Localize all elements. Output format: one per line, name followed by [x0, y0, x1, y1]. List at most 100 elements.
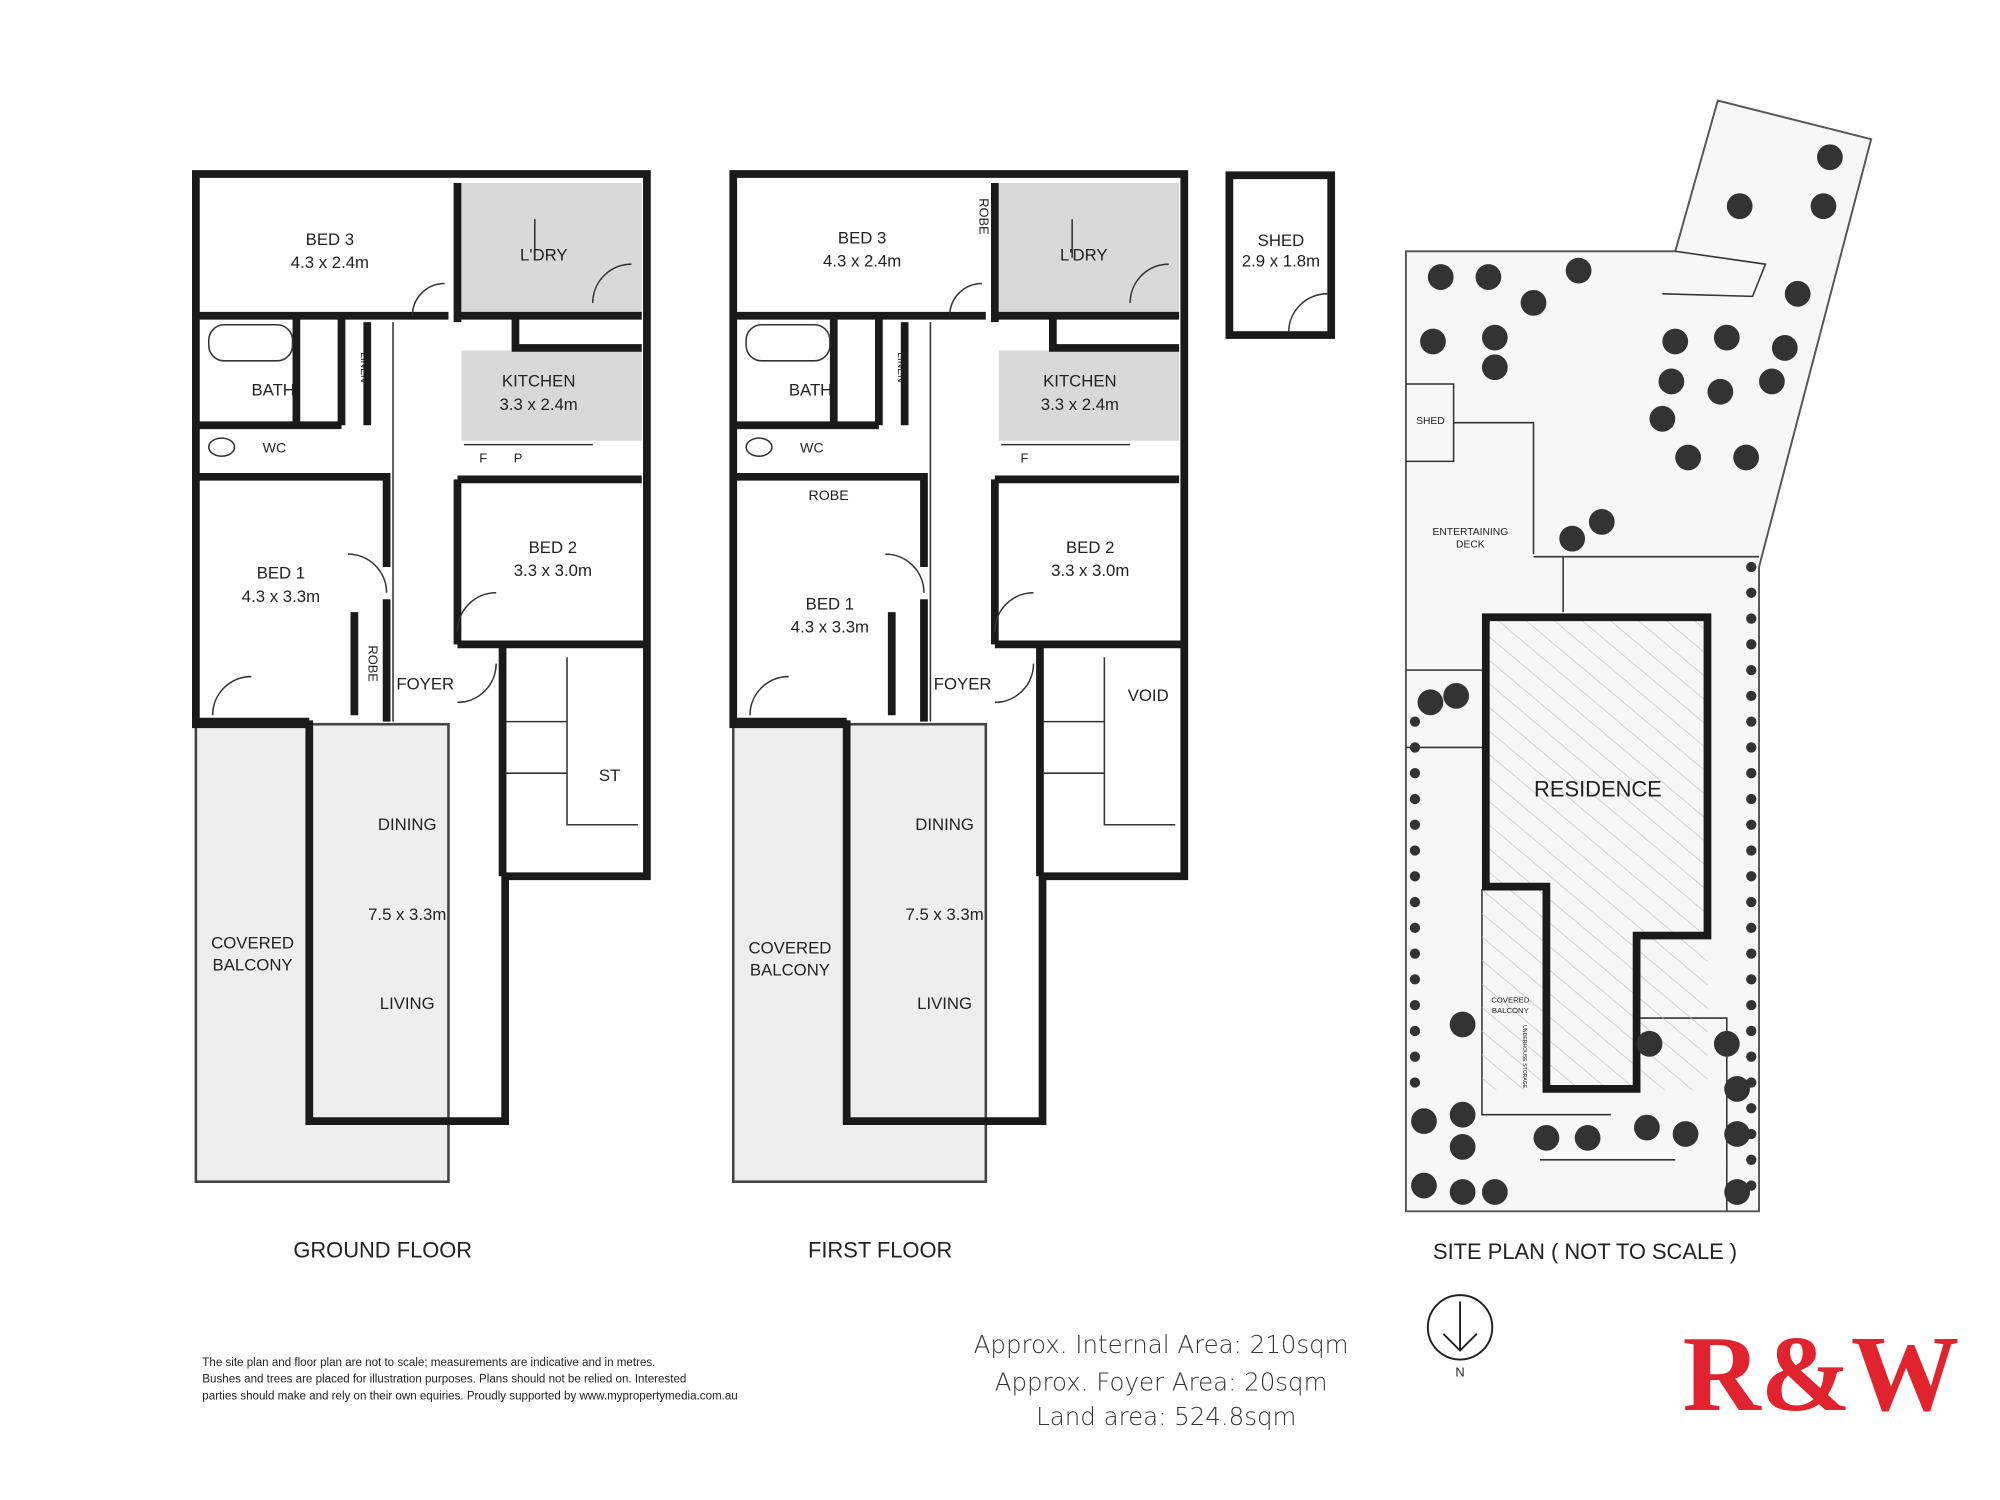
shrub-icon [1409, 768, 1421, 779]
room-name-bed3: BED 3 [306, 230, 354, 249]
tree-icon [1449, 1179, 1476, 1205]
tree-icon [1817, 144, 1843, 171]
shed-size: 2.9 x 1.8m [1242, 252, 1320, 271]
shrub-icon [1746, 819, 1757, 830]
tree-icons [1409, 144, 1843, 1205]
shrub-icon [1409, 793, 1421, 805]
shrub-icon [1746, 1077, 1757, 1088]
ground-floor-plan: BED 3 4.3 x 2.4m L'DRY BATH LINEN KITCHE… [196, 174, 647, 1263]
room-size-bed1: 4.3 x 3.3m [791, 618, 869, 637]
first-floor-caption: FIRST FLOOR [808, 1238, 952, 1263]
tree-icon [1411, 1108, 1437, 1135]
room-name-wc: WC [800, 440, 824, 456]
foyer-area: Approx. Foyer Area: 20sqm [995, 1367, 1328, 1396]
tree-icon [1427, 264, 1454, 290]
tree-icon [1759, 368, 1785, 395]
shrub-icon [1746, 639, 1757, 650]
room-name-bed2: BED 2 [1066, 538, 1114, 557]
robe-label: ROBE [366, 645, 381, 682]
shrub-icon [1746, 1154, 1757, 1165]
room-name-bath: BATH [251, 381, 294, 400]
tree-icon [1724, 1121, 1750, 1147]
tree-icon [1658, 368, 1685, 395]
shrub-icon [1409, 1077, 1421, 1088]
tree-icon [1520, 289, 1547, 316]
room-name-living: LIVING [917, 994, 972, 1013]
shrub-icon [1746, 742, 1757, 753]
disclaimer-line-3: parties should make and rely on their ow… [202, 1390, 737, 1402]
room-name-ldry: L'DRY [1060, 245, 1108, 264]
tree-icon [1475, 264, 1502, 290]
tree-icon [1574, 1125, 1601, 1151]
room-size-living: 7.5 x 3.3m [905, 905, 983, 924]
tree-icon [1481, 354, 1508, 381]
site-shed-label: SHED [1416, 416, 1445, 427]
shed-plan: SHED 2.9 x 1.8m [1225, 171, 1336, 339]
shrub-icon [1746, 768, 1757, 779]
deck-label-1: ENTERTAINING [1433, 527, 1509, 538]
room-name-void: VOID [1128, 686, 1169, 705]
fridge-label: F [1021, 451, 1029, 466]
tree-icon [1634, 1114, 1660, 1141]
room-name-kitchen: KITCHEN [1043, 372, 1117, 391]
room-name-linen: LINEN [358, 352, 369, 382]
residence-label: RESIDENCE [1534, 776, 1662, 801]
shrub-icon [1409, 896, 1421, 908]
north-label: N [1455, 1364, 1464, 1379]
tree-icon [1411, 1172, 1437, 1199]
shrub-icon [1746, 871, 1757, 882]
room-size-kitchen: 3.3 x 2.4m [500, 395, 578, 414]
room-name-foyer: FOYER [396, 674, 454, 693]
fridge-label: F [479, 451, 487, 466]
pantry-label: P [514, 451, 523, 466]
shrub-icon [1746, 896, 1757, 908]
shrub-icon [1746, 948, 1757, 959]
tree-icon [1443, 682, 1470, 709]
shrub-icon [1746, 1103, 1757, 1114]
tree-icon [1417, 689, 1444, 716]
room-name-dining: DINING [915, 815, 974, 834]
room-name-wc: WC [263, 440, 287, 456]
shrub-icon [1409, 948, 1421, 959]
tree-icon [1449, 1101, 1476, 1128]
tree-icon [1672, 1121, 1699, 1147]
tree-icon [1636, 1030, 1663, 1057]
room-name-kitchen: KITCHEN [502, 372, 576, 391]
storage-label: UNDERHOUSE STORAGE [1521, 1025, 1527, 1089]
shrub-icon [1746, 664, 1757, 676]
room-size-kitchen: 3.3 x 2.4m [1041, 395, 1119, 414]
room-name-bath: BATH [789, 381, 832, 400]
shrub-icon [1409, 1051, 1421, 1062]
tree-icon [1559, 525, 1586, 552]
north-arrow-icon: N [1426, 1294, 1494, 1379]
shrub-icon [1746, 561, 1757, 573]
shrub-icon [1409, 716, 1421, 727]
disclaimer-line-1: The site plan and floor plan are not to … [202, 1357, 655, 1369]
shrub-icon [1746, 1000, 1757, 1011]
tree-icon [1724, 1179, 1750, 1205]
shrub-icon [1409, 871, 1421, 882]
tree-icon [1724, 1076, 1750, 1102]
tree-icon [1565, 257, 1592, 284]
tree-icon [1481, 324, 1508, 351]
shrub-icon [1746, 1051, 1757, 1062]
tree-icon [1533, 1125, 1560, 1151]
room-name-bed2: BED 2 [529, 538, 577, 557]
room-name-foyer: FOYER [934, 674, 992, 693]
land-area: Land area: 524.8sqm [1036, 1402, 1296, 1431]
tree-icon [1649, 405, 1676, 432]
room-size-bed3: 4.3 x 2.4m [291, 253, 369, 272]
shrub-icon [1746, 1025, 1757, 1037]
ground-floor-caption: GROUND FLOOR [293, 1238, 472, 1263]
deck-label-2: DECK [1456, 540, 1485, 551]
shrub-icon [1409, 922, 1421, 933]
room-size-bed1: 4.3 x 3.3m [242, 587, 320, 606]
room-name-bed1: BED 1 [806, 595, 854, 614]
internal-area: Approx. Internal Area: 210sqm [974, 1330, 1349, 1359]
tree-icon [1420, 328, 1446, 355]
tree-icon [1449, 1011, 1476, 1038]
shrub-icon [1409, 1000, 1421, 1011]
room-name-st: ST [599, 766, 620, 785]
shrub-icon [1409, 845, 1421, 856]
balcony-label-2: BALCONY [750, 961, 830, 980]
